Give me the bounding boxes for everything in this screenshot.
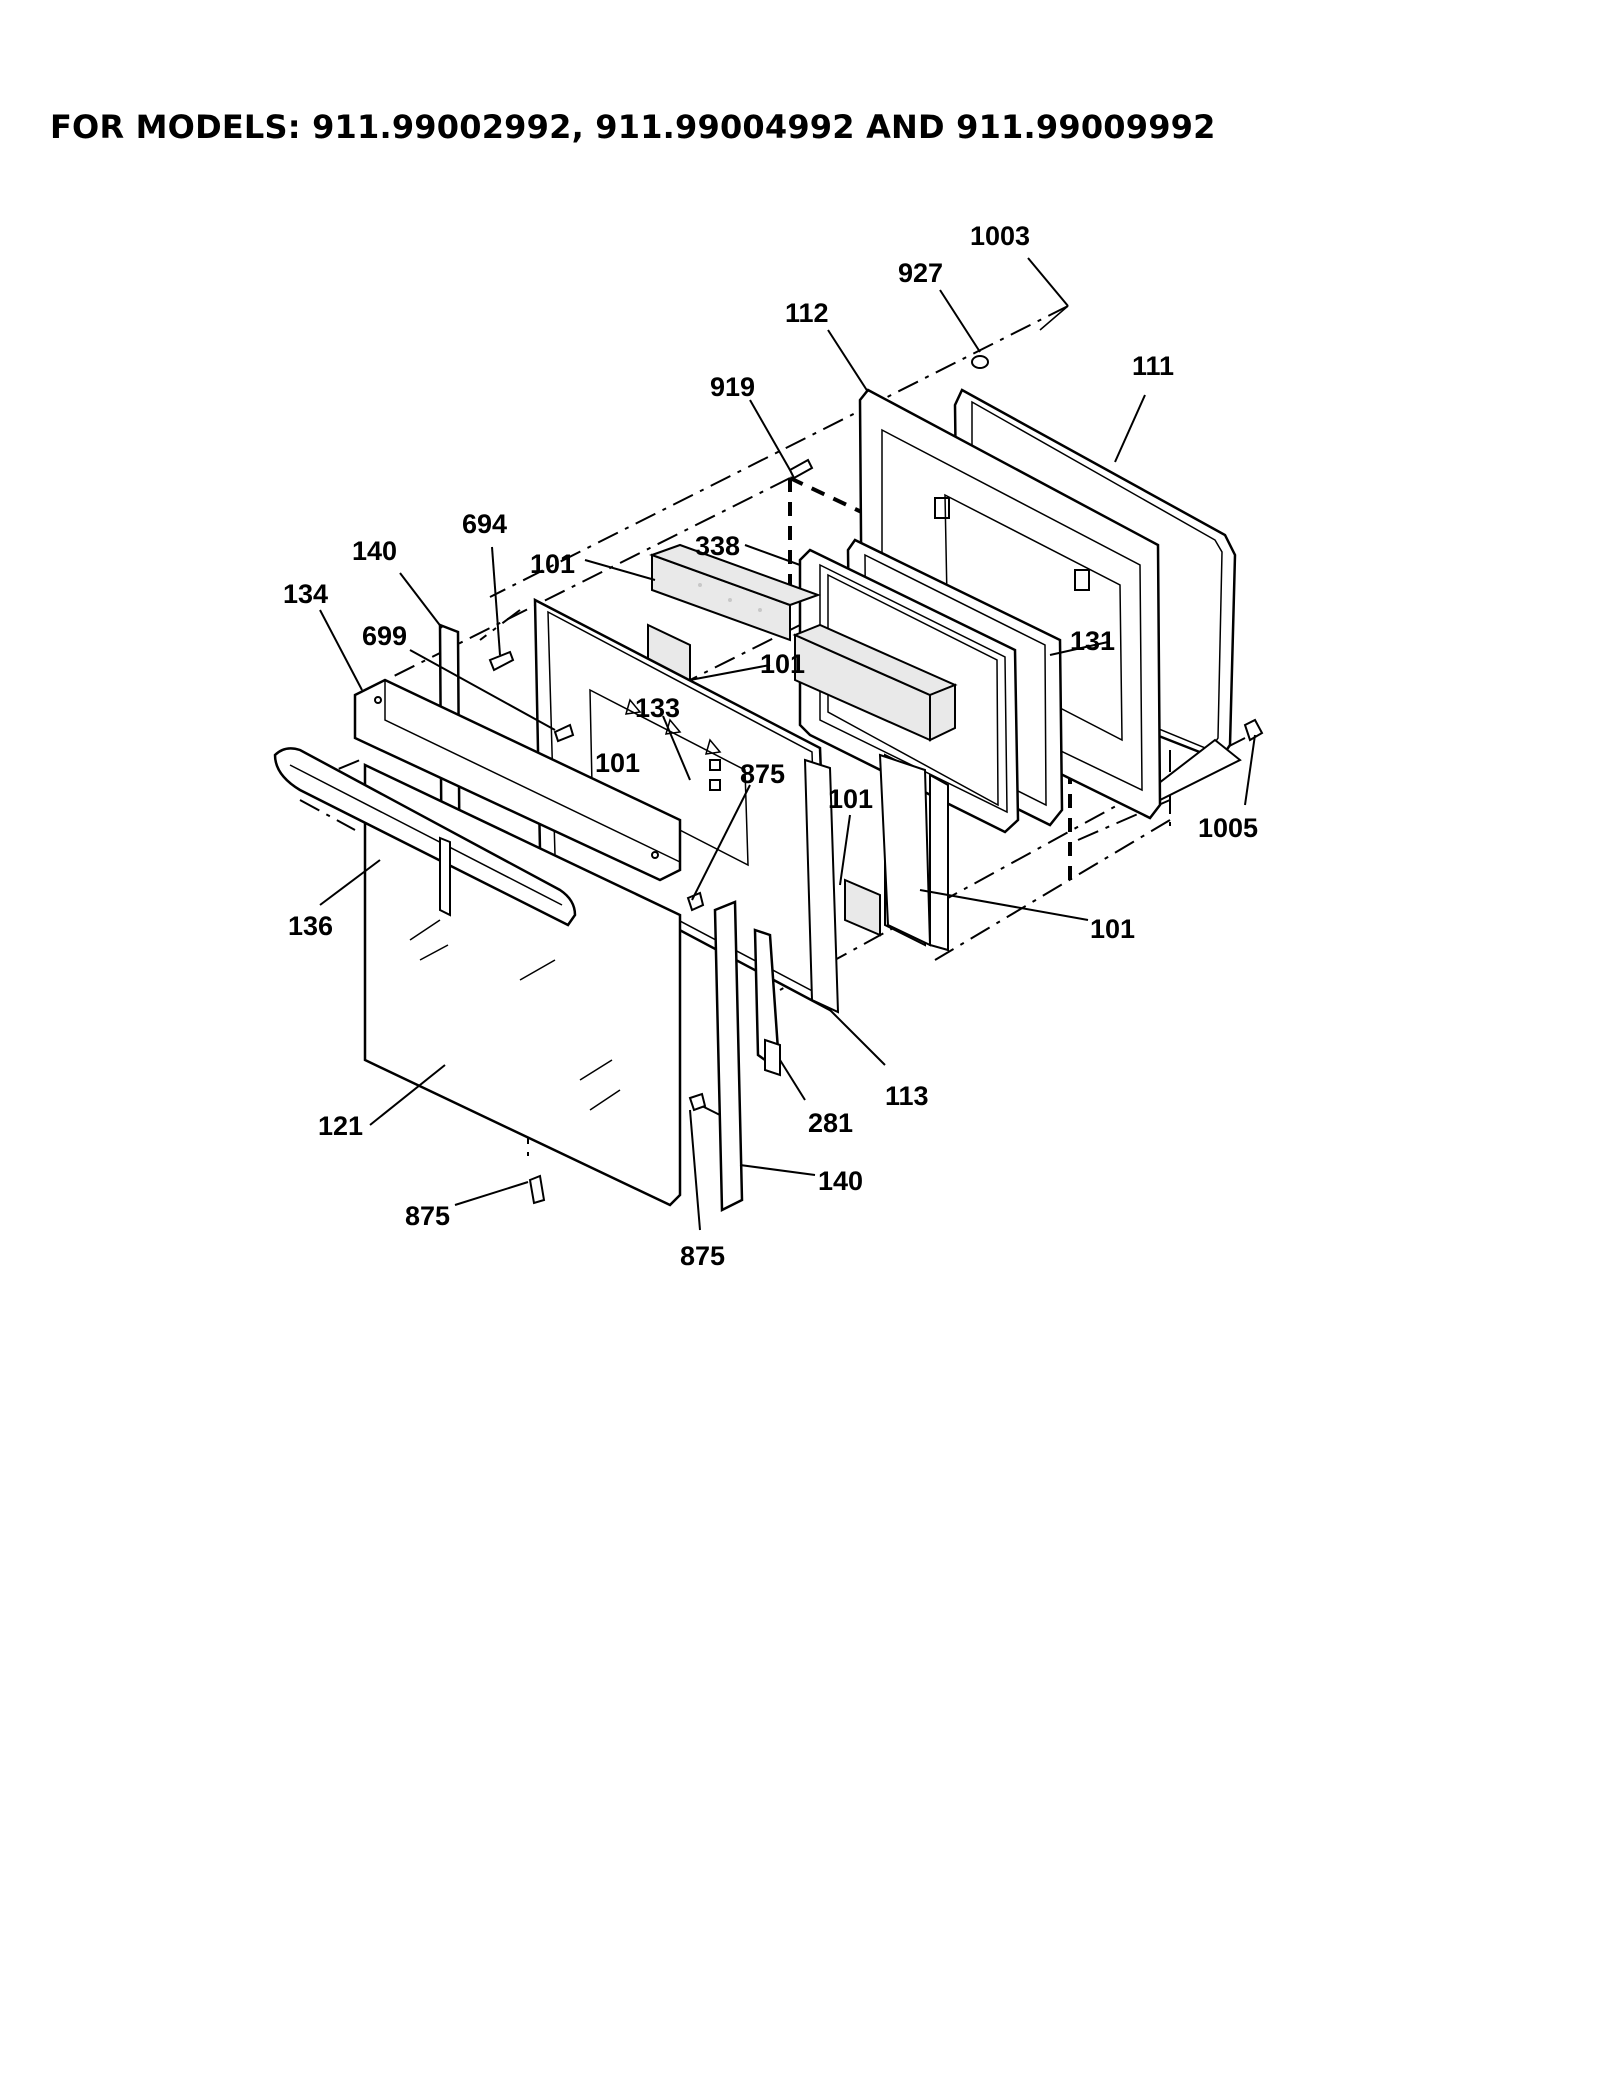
callout-1003: 1003 (970, 221, 1030, 251)
part-140-side-trim-right (713, 900, 744, 1212)
callout-134: 134 (283, 579, 328, 609)
callout-121: 121 (318, 1111, 363, 1141)
callout-113: 113 (885, 1081, 929, 1111)
callout-136: 136 (288, 911, 333, 941)
leader-lines (319, 257, 1256, 1231)
part-136-door-handle (273, 747, 577, 927)
part-281-hinge (753, 928, 781, 1077)
callout-101-top: 101 (530, 549, 575, 579)
callout-875-left: 875 (405, 1201, 450, 1231)
part-101-insulation-top (649, 543, 821, 642)
callout-133: 133 (635, 693, 680, 723)
callout-699: 699 (362, 621, 407, 651)
callout-1005: 1005 (1198, 813, 1258, 843)
callout-281: 281 (808, 1108, 853, 1138)
callout-101-mid: 101 (760, 649, 805, 679)
callout-131: 131 (1070, 626, 1115, 656)
callout-875-bottom: 875 (680, 1241, 725, 1271)
callout-694: 694 (462, 509, 507, 539)
part-134-door-top-trim (353, 678, 682, 882)
callout-919: 919 (710, 372, 755, 402)
callout-140-right: 140 (818, 1166, 863, 1196)
callout-101-left: 101 (595, 748, 640, 778)
callout-111: 111 (1132, 351, 1174, 381)
callout-927: 927 (898, 258, 943, 288)
part-113-inner-door-panel (533, 597, 840, 1014)
callout-101-bottom: 101 (1090, 914, 1135, 944)
page-title: FOR MODELS: 911.99002992, 911.99004992 A… (50, 108, 1216, 146)
callout-338: 338 (695, 531, 740, 561)
part-101-insulation-mid (792, 623, 958, 742)
screws-and-fasteners (488, 305, 1264, 1205)
part-101-hinge-channel (878, 753, 949, 952)
callout-112: 112 (785, 298, 829, 328)
callout-101-right: 101 (828, 784, 873, 814)
callout-labels: 1003 927 112 111 919 694 338 140 101 134… (283, 221, 1258, 1271)
callout-875-top: 875 (740, 759, 785, 789)
callout-140-left: 140 (352, 536, 397, 566)
